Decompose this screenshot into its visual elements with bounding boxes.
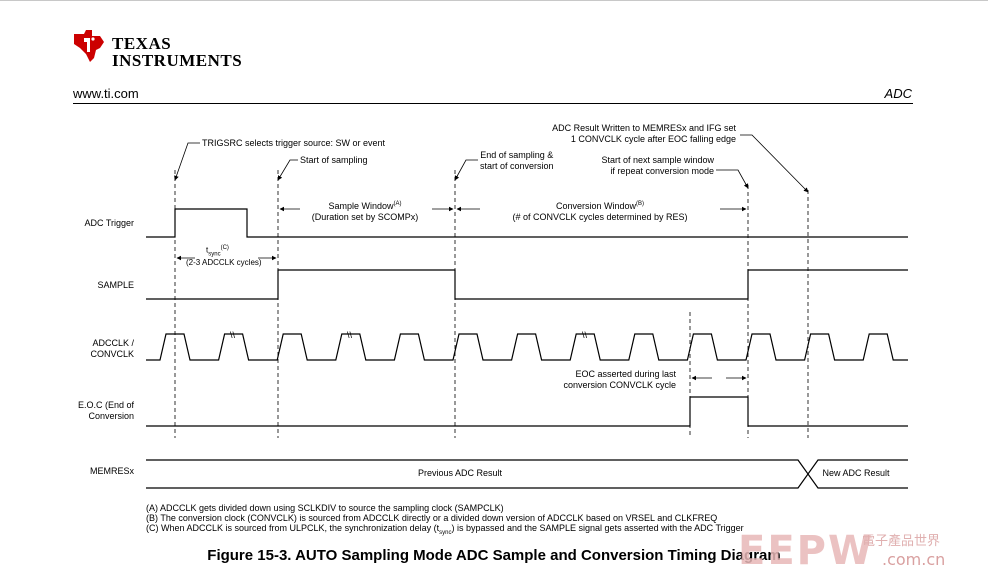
result-written-line1: ADC Result Written to MEMRESx and IFG se… [552,123,736,133]
annotation-tsync-cycles: (2-3 ADCCLK cycles) [186,258,262,267]
top-border [0,0,988,1]
eoc-label-line2: Conversion [88,411,134,421]
leader-end-sampling [454,159,478,181]
conversion-window-sup: (B) [636,201,645,207]
result-written-line2: 1 CONVCLK cycle after EOC falling edge [570,134,736,144]
adc-trigger-waveform [146,208,908,238]
eoc-waveform [146,396,908,427]
annotation-sample-window: Sample Window(A) (Duration set by SCOMPx… [290,199,440,223]
leader-next-sample [716,169,749,189]
signal-label-sample: SAMPLE [97,280,134,290]
end-sampling-line1: End of sampling & [480,150,554,160]
signal-label-adcclk: ADCCLK / CONVCLK [60,338,134,360]
tsync-sub: sync [208,251,221,258]
memres-new-result: New ADC Result [822,468,890,478]
figure-caption: Figure 15-3. AUTO Sampling Mode ADC Samp… [207,547,781,564]
annotation-result-written: ADC Result Written to MEMRESx and IFG se… [520,123,736,145]
clock-break-marks: \\ \\ \\ [230,330,588,340]
tsync-sup: (C) [220,245,229,251]
annotation-next-sample: Start of next sample window if repeat co… [560,155,714,177]
annotation-trigsrc: TRIGSRC selects trigger source: SW or ev… [202,138,386,148]
footnote-c-sub: sync [439,529,452,536]
memres-bus [146,459,908,489]
sample-window-line2: (Duration set by SCOMPx) [311,212,419,222]
signal-label-memres: MEMRESx [89,466,134,476]
clock-break-mark-2: \\ [347,330,353,340]
next-sample-line2: if repeat conversion mode [610,166,714,176]
eoc-asserted-line2: conversion CONVCLK cycle [563,380,676,390]
footnote-a: (A) ADCCLK gets divided down using SCLKD… [146,503,504,513]
annotation-conversion-window: Conversion Window(B) (# of CONVCLK cycle… [480,199,720,223]
footnote-c-pre: (C) When ADCCLK is sourced from ULPCLK, … [146,523,440,533]
end-sampling-line2: start of conversion [480,161,554,171]
sample-waveform [146,269,908,300]
header-rule [73,103,913,104]
leader-start-sampling [277,159,298,181]
conversion-window-line2: (# of CONVCLK cycles determined by RES) [512,212,688,222]
annotation-eoc-asserted: EOC asserted during last conversion CONV… [556,369,676,391]
watermark-chinese: 電子產品世界 [862,534,941,549]
sample-window-line1: Sample Window [328,201,394,211]
signal-label-adc-trigger: ADC Trigger [84,218,134,228]
next-sample-line1: Start of next sample window [601,155,714,165]
watermark-url: .com.cn [882,550,946,569]
watermark-logo: EEPW [738,528,875,574]
conversion-window-line1: Conversion Window [555,201,637,211]
sample-window-sup: (A) [393,201,402,207]
tsync-t: t [206,245,209,255]
eoc-label-line1: E.O.C (End of [77,400,134,410]
leader-trigsrc [174,142,200,181]
website-link[interactable]: www.ti.com [73,86,139,101]
footnote-c-post: ) is bypassed and the SAMPLE signal gets… [451,523,744,533]
adcclk-label-line1: ADCCLK / [92,338,134,348]
adcclk-label-line2: CONVCLK [90,349,134,359]
clock-break-mark-3: \\ [582,330,588,340]
memres-previous-result: Previous ADC Result [417,468,503,478]
footnote-b: (B) The conversion clock (CONVCLK) is so… [146,513,718,523]
brand-name-line2: INSTRUMENTS [112,51,243,70]
adcclk-waveform [146,333,908,361]
annotation-tsync: tsync(C) [206,244,229,259]
footnote-c: (C) When ADCCLK is sourced from ULPCLK, … [146,523,744,539]
eoc-asserted-line1: EOC asserted during last [575,369,676,379]
leader-result [740,134,809,193]
ti-logo-icon [74,30,104,62]
clock-break-mark-1: \\ [230,330,236,340]
section-title: ADC [884,86,912,101]
annotation-start-sampling: Start of sampling [300,155,368,165]
annotation-end-sampling: End of sampling & start of conversion [480,150,554,172]
brand-name-line1: TEXAS [112,34,172,53]
signal-label-eoc: E.O.C (End of Conversion [60,400,134,422]
